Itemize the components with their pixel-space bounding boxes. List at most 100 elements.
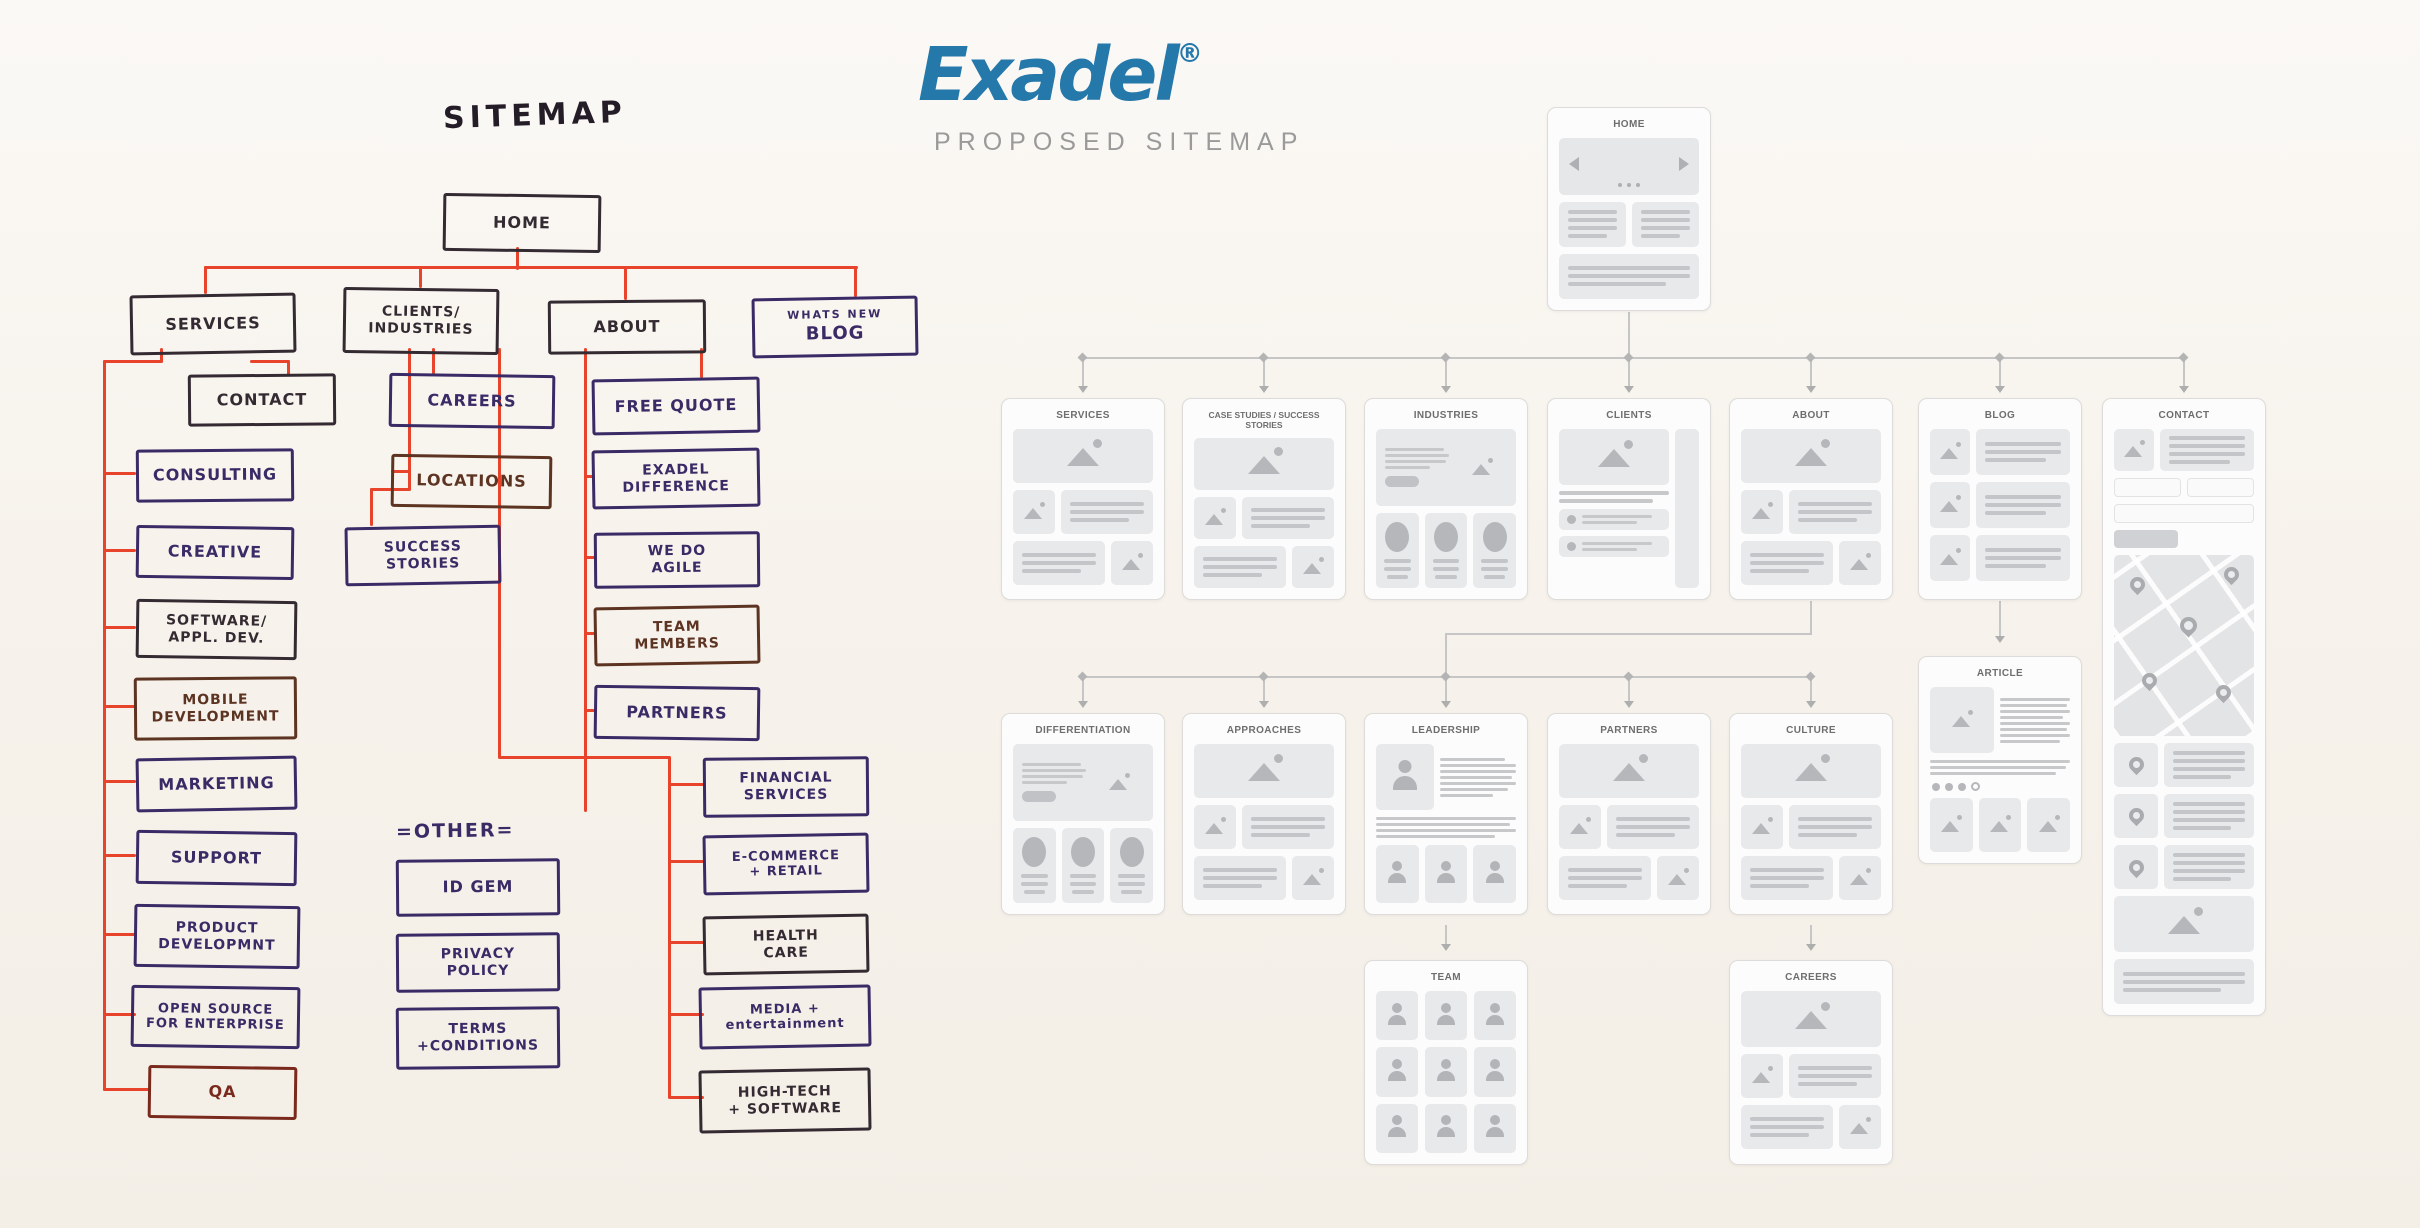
text-block-placeholder: [1194, 545, 1286, 588]
sketch-node-id-gem: ID GEM: [395, 858, 561, 917]
carousel-dots-icon: [1618, 183, 1640, 188]
text-block-placeholder: [1242, 496, 1334, 539]
person-placeholder: [1376, 1103, 1418, 1153]
connector-arrow-icon: [1078, 386, 1088, 393]
sketch-node-team-members: TEAM MEMBERS: [593, 604, 761, 667]
person-placeholder: [1376, 744, 1434, 810]
connector-diamond: [1077, 352, 1088, 363]
profile-card-placeholder: [1013, 828, 1056, 903]
text-block-placeholder: [1976, 535, 2070, 581]
location-tile: [2114, 845, 2158, 890]
sketch-node-software-appl-dev: SOFTWARE/ APPL. DEV.: [135, 598, 298, 661]
wireframe-card-about: ABOUT: [1729, 398, 1893, 600]
connector-arrow-icon: [1624, 701, 1634, 708]
image-placeholder: [1559, 805, 1601, 849]
wireframe-card-services: SERVICES: [1001, 398, 1165, 600]
connector: [1810, 357, 1812, 387]
input-placeholder: [2114, 478, 2181, 498]
map-pin-icon: [2212, 681, 2235, 704]
location-tile: [2114, 793, 2158, 839]
connector: [1445, 633, 1812, 635]
wireframe-card-differentiation: DIFFERENTIATION: [1001, 713, 1165, 915]
card-label: SERVICES: [1056, 410, 1110, 421]
image-placeholder: [1457, 438, 1507, 497]
image-placeholder: [1013, 490, 1055, 534]
profile-card-placeholder: [1424, 513, 1468, 588]
image-placeholder: [1930, 429, 1970, 475]
connector-diamond: [1805, 671, 1816, 682]
connector: [1445, 676, 1447, 702]
connector: [1628, 312, 1630, 358]
image-placeholder: [1741, 805, 1783, 849]
text-block-placeholder: [1559, 253, 1699, 299]
image-placeholder: [1559, 744, 1699, 798]
text-block-placeholder: [1632, 202, 1699, 247]
sketch-node-marketing: MARKETING: [135, 755, 298, 813]
text-block-placeholder: [1559, 202, 1626, 247]
image-placeholder: [1194, 744, 1334, 798]
red-connector: [103, 626, 136, 629]
sketch-node-high-tech-software: HIGH-TECH + SOFTWARE: [698, 1067, 872, 1134]
connector-diamond: [1994, 352, 2005, 363]
connector-diamond: [1623, 352, 1634, 363]
image-placeholder: [1741, 744, 1881, 798]
text-block-placeholder: [2114, 959, 2254, 1005]
connector: [1082, 357, 1084, 387]
connector-arrow-icon: [1259, 701, 1269, 708]
sketch-node-success-stories: SUCCESS STORIES: [344, 524, 502, 587]
wireframe-card-careers: CAREERS: [1729, 960, 1893, 1165]
red-connector: [668, 941, 704, 944]
image-placeholder: [2114, 896, 2254, 953]
button-placeholder: [1022, 791, 1056, 802]
wireframe-card-blog: BLOG: [1918, 398, 2082, 600]
connector-arrow-icon: [1806, 701, 1816, 708]
connector-arrow-icon: [2179, 386, 2189, 393]
connector: [1263, 676, 1265, 702]
sketch-node-open-source: OPEN SOURCE FOR ENTERPRISE: [130, 984, 301, 1050]
card-label: TEAM: [1431, 972, 1461, 983]
card-label: LEADERSHIP: [1411, 725, 1481, 736]
sketch-node-contact: CONTACT: [187, 373, 337, 427]
person-placeholder: [1376, 1047, 1418, 1097]
card-label: CAREERS: [1785, 972, 1837, 983]
person-placeholder: [1474, 1103, 1516, 1153]
card-label: ARTICLE: [1976, 668, 2024, 679]
image-placeholder: [1839, 1105, 1881, 1149]
red-connector: [668, 860, 704, 863]
image-placeholder: [1292, 545, 1334, 588]
sketch-node-blog-line: BLOG: [805, 322, 865, 345]
text-lines-placeholder: [1930, 760, 2070, 775]
image-placeholder: [1930, 535, 1970, 581]
connector: [1810, 925, 1812, 944]
map-pin-icon: [2220, 563, 2243, 586]
sketch-node-clients-industries: CLIENTS/ INDUSTRIES: [342, 286, 500, 356]
sketch-node-about: ABOUT: [547, 299, 707, 355]
wireframe-card-culture: CULTURE: [1729, 713, 1893, 915]
text-block-placeholder: [1789, 490, 1881, 534]
person-placeholder: [1425, 991, 1467, 1041]
connector-arrow-icon: [1624, 386, 1634, 393]
connector: [1082, 676, 1084, 702]
wireframe-card-leadership: LEADERSHIP: [1364, 713, 1528, 915]
list-item-placeholder: [1559, 536, 1669, 557]
image-placeholder: [2027, 798, 2071, 852]
red-connector: [419, 266, 422, 288]
text-block-placeholder: [2164, 845, 2254, 890]
person-placeholder: [1474, 991, 1516, 1041]
text-block-placeholder: [1976, 429, 2070, 475]
card-label: CLIENTS: [1606, 410, 1652, 421]
image-placeholder: [1930, 482, 1970, 528]
person-placeholder: [1424, 845, 1468, 903]
red-connector: [668, 756, 671, 1098]
sketch-node-locations: LOCATIONS: [390, 453, 553, 510]
hero-panel-placeholder: [1376, 429, 1516, 506]
list-item-placeholder: [1559, 509, 1669, 530]
profile-card-placeholder: [1376, 513, 1419, 588]
red-connector: [584, 556, 595, 559]
wireframe-card-article: ARTICLE: [1918, 656, 2082, 864]
sketch-node-financial-services: FINANCIAL SERVICES: [702, 756, 870, 818]
image-placeholder: [1292, 856, 1334, 900]
red-connector: [370, 488, 411, 491]
sketch-node-we-do-agile: WE DO AGILE: [593, 531, 761, 589]
